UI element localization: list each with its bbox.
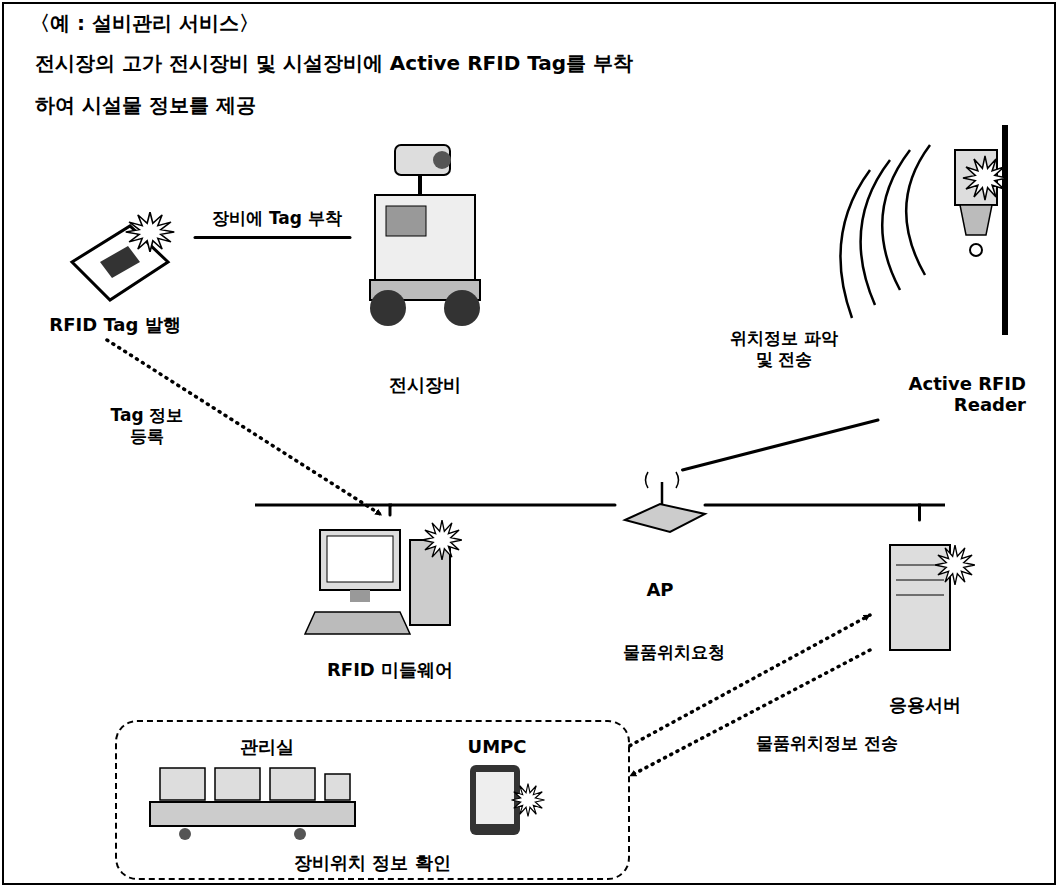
node-label: UMPC xyxy=(468,736,527,758)
robot-icon xyxy=(444,290,480,326)
node-label: RFID Tag 발행 xyxy=(49,314,180,336)
connector xyxy=(630,650,870,776)
reader-icon xyxy=(1002,125,1008,335)
middleware-pc-icon xyxy=(305,520,462,634)
middleware-pc-icon xyxy=(320,530,400,590)
robot-icon xyxy=(433,151,451,169)
reader-node: Active RFID Reader xyxy=(840,120,1030,420)
connector xyxy=(630,615,870,746)
access-point-node: AP xyxy=(615,470,705,605)
server-node: 응용서버 xyxy=(870,520,980,720)
server-icon xyxy=(890,545,950,650)
node-label: 응용서버 xyxy=(889,694,961,716)
edge-label: 위치정보 파악 및 전송 xyxy=(726,328,842,371)
robot-icon xyxy=(370,145,480,326)
reader-icon xyxy=(840,125,1007,335)
description: 전시장의 고가 전시장비 및 시설장비에 Active RFID Tag를 부착… xyxy=(35,42,635,126)
equipment-node: 전시장비 xyxy=(350,140,500,400)
connector xyxy=(705,505,920,520)
control-room-icon xyxy=(150,768,355,840)
middleware-node: RFID 미들웨어 xyxy=(305,515,475,685)
access-point-icon xyxy=(646,472,679,488)
node-label: AP xyxy=(646,579,673,601)
tag-icon xyxy=(126,212,174,252)
reader-icon xyxy=(960,205,992,235)
middleware-pc-icon xyxy=(305,612,410,634)
robot-icon xyxy=(418,175,422,197)
control-room-icon xyxy=(325,774,350,800)
access-point-icon xyxy=(625,472,705,532)
control-room-icon xyxy=(160,768,205,800)
reader-icon xyxy=(970,244,982,256)
middleware-pc-icon xyxy=(327,536,393,582)
edge-label: Tag 정보 등록 xyxy=(103,405,191,448)
umpc-icon xyxy=(476,772,514,824)
robot-icon xyxy=(375,195,475,283)
network-bus xyxy=(255,504,392,507)
edge-label: 장비에 Tag 부착 xyxy=(200,208,354,229)
node-label: 장비위치 정보 확인 xyxy=(294,852,451,874)
connector xyxy=(195,236,350,239)
node-label: 전시장비 xyxy=(389,374,461,396)
control-room-icon xyxy=(150,802,355,826)
server-icon xyxy=(896,595,944,596)
server-icon xyxy=(890,545,975,650)
middleware-pc-icon xyxy=(350,590,370,602)
control-room-icon xyxy=(215,768,260,800)
robot-icon xyxy=(386,206,426,236)
node-label: RFID 미들웨어 xyxy=(327,659,453,681)
reader-icon xyxy=(840,145,930,318)
robot-icon xyxy=(395,145,450,175)
robot-icon xyxy=(370,290,406,326)
client-group: 장비위치 정보 확인 관리실 UMPC xyxy=(115,720,630,880)
access-point-icon xyxy=(625,504,705,532)
control-room-node: 관리실 xyxy=(137,732,397,847)
umpc-icon xyxy=(512,784,545,817)
control-room-icon xyxy=(294,828,306,840)
network-bus xyxy=(918,504,945,507)
edge-label: 물품위치요청 xyxy=(612,642,736,663)
connector xyxy=(683,420,879,470)
tag-node: RFID Tag 발행 xyxy=(35,205,195,340)
node-label: 관리실 xyxy=(240,736,294,758)
umpc-node: UMPC xyxy=(447,732,547,847)
tag-icon xyxy=(100,246,140,278)
control-room-icon xyxy=(270,768,315,800)
middleware-pc-icon xyxy=(422,520,462,560)
control-room-icon xyxy=(179,828,191,840)
connector xyxy=(390,505,615,515)
edge-label: 물품위치정보 전송 xyxy=(745,733,909,754)
tag-icon xyxy=(72,212,174,300)
server-icon xyxy=(935,545,975,585)
title: 〈예 : 설비관리 서비스〉 xyxy=(30,10,259,37)
frame xyxy=(3,3,1055,884)
server-icon xyxy=(896,580,944,581)
reader-icon xyxy=(963,156,1007,200)
node-label: Active RFID Reader xyxy=(896,373,1026,416)
umpc-icon xyxy=(470,765,545,835)
